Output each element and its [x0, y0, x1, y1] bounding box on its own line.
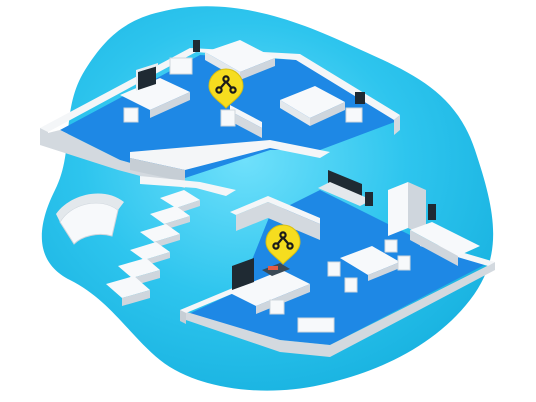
upper-small-screen	[355, 92, 365, 104]
upper-monitor	[138, 66, 156, 90]
network-node-badge-icon	[265, 224, 301, 265]
upper-shelf	[169, 57, 193, 75]
lower-wall-front-side	[180, 310, 186, 324]
lower-dining-table	[340, 246, 400, 275]
lower-sofa	[59, 202, 119, 245]
lower-kitchen-counter-side	[410, 230, 458, 266]
upper-wall-left	[40, 48, 196, 132]
lower-wall-tv-partition-side	[236, 202, 320, 240]
upper-floor	[40, 40, 400, 188]
lower-chair-4	[397, 255, 411, 271]
badge-lower-pin	[265, 224, 301, 265]
upper-nightstand	[345, 107, 363, 123]
lower-speaker	[365, 192, 373, 206]
upper-bed-side	[240, 58, 275, 80]
lower-chair-1	[327, 261, 341, 277]
connector-bridge	[140, 176, 236, 196]
upper-bed-top	[205, 40, 275, 72]
lower-wall-tv-partition	[230, 196, 320, 224]
lower-chair-3	[384, 239, 398, 253]
lower-cabinet	[297, 317, 335, 333]
upper-tablet	[193, 40, 200, 52]
upper-chair	[123, 107, 139, 123]
network-node-badge-icon	[208, 68, 244, 109]
lower-desk-red-item	[268, 266, 278, 270]
lower-tv-stand	[318, 182, 372, 206]
lower-phone-dock	[428, 204, 436, 220]
upper-wall-front-side	[130, 158, 185, 182]
upper-desk-leg	[150, 92, 190, 118]
upper-monitor-frame	[136, 63, 158, 91]
badge-upper-pin	[208, 68, 244, 109]
upper-bed2-side	[310, 102, 345, 126]
upper-router-device	[220, 109, 236, 127]
lower-monitor	[232, 258, 254, 290]
badge-upper-symbol	[215, 75, 237, 94]
lower-sofa-back	[56, 193, 124, 222]
lower-fridge-front	[388, 182, 408, 236]
staircase	[106, 190, 200, 306]
upper-wall-inner	[230, 105, 262, 128]
lower-kitchen-counter	[410, 222, 480, 256]
lower-desk-top	[228, 270, 310, 306]
lower-floor	[56, 170, 495, 357]
lower-chair-desk	[269, 299, 285, 315]
upper-wall-inner-2	[230, 111, 262, 138]
upper-bed2-front	[280, 100, 310, 126]
upper-wall-left-side	[40, 128, 48, 146]
upper-bed2-top	[280, 86, 345, 118]
lower-fridge-side	[408, 182, 426, 236]
lower-chair-2	[344, 277, 358, 293]
lower-dining-table-side	[368, 262, 400, 281]
upper-desk-top	[120, 78, 190, 110]
badge-lower-symbol	[272, 231, 294, 250]
upper-wall-front	[130, 140, 330, 170]
upper-wall-right-side	[394, 115, 400, 135]
